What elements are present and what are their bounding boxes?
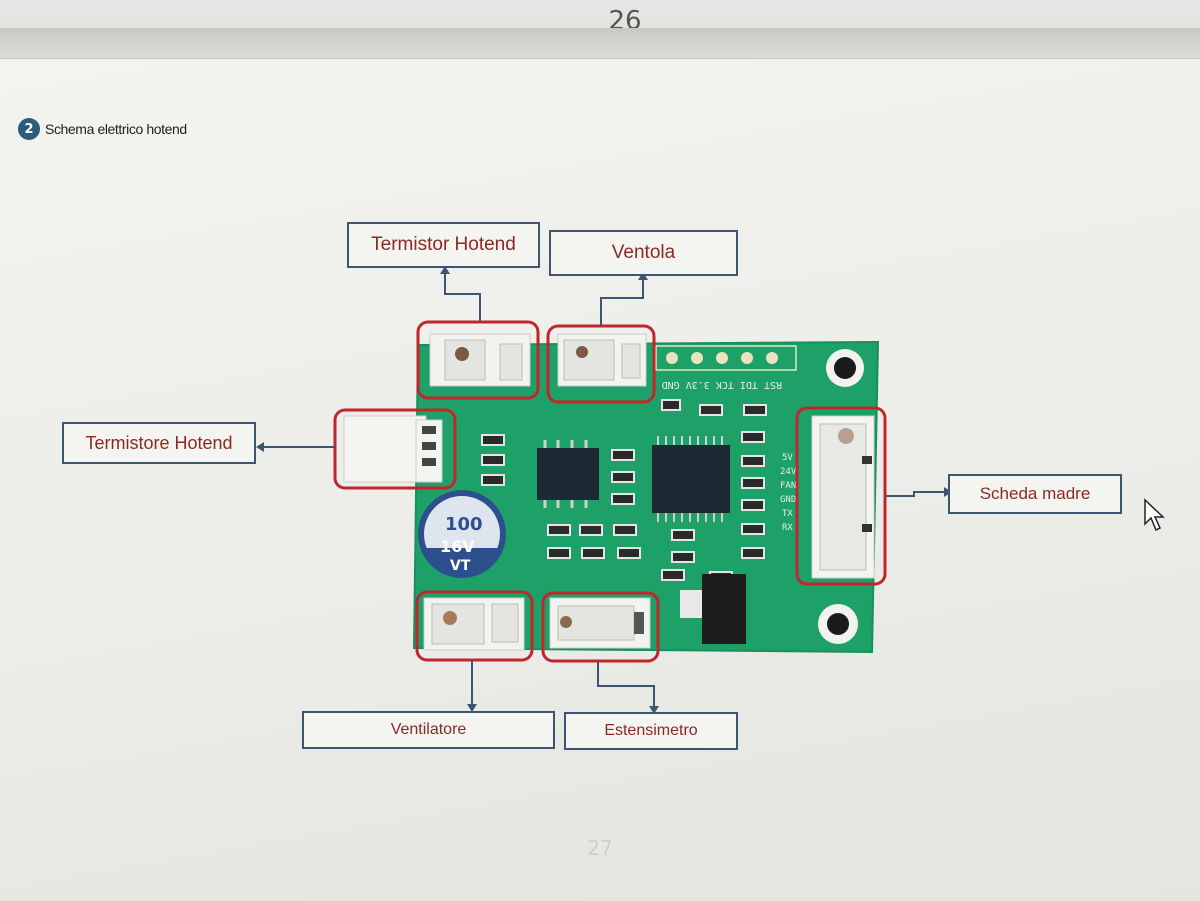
section-title: Schema elettrico hotend bbox=[45, 121, 187, 137]
connector-ventilatore bbox=[423, 597, 525, 651]
programming-header bbox=[655, 345, 797, 371]
regulator-tab bbox=[680, 590, 704, 618]
ic-chip-large bbox=[652, 445, 730, 513]
header-silkscreen: RST TDI TCK 3.3V GND bbox=[662, 379, 782, 390]
svg-text:TX: TX bbox=[782, 509, 793, 519]
label-scheda-madre: Scheda madre bbox=[948, 474, 1122, 514]
electrolytic-capacitor: 100 16V VT bbox=[418, 490, 506, 578]
section-number-badge: 2 bbox=[18, 118, 40, 140]
svg-text:VT: VT bbox=[450, 558, 471, 574]
ic-chip-small bbox=[537, 448, 599, 500]
leader-lines bbox=[262, 272, 946, 708]
svg-text:16V: 16V bbox=[440, 537, 475, 556]
label-ventola: Ventola bbox=[549, 230, 738, 276]
connector-termistor-top bbox=[429, 333, 531, 387]
page-number-bottom: 27 bbox=[587, 836, 613, 860]
label-termistor-hotend: Termistor Hotend bbox=[347, 222, 540, 268]
connector-scheda-madre bbox=[811, 415, 875, 579]
label-termistore-hotend: Termistore Hotend bbox=[62, 422, 256, 464]
connector-estensimetro bbox=[549, 597, 651, 649]
label-ventilatore: Ventilatore bbox=[302, 711, 555, 749]
connector-termistore-left bbox=[343, 415, 443, 483]
page-shadow bbox=[0, 28, 1200, 62]
pcb-board: 100 16V VT RST TDI TCK 3.3V GND 5V 24V F… bbox=[343, 333, 880, 654]
section-heading: 2 Schema elettrico hotend bbox=[18, 118, 187, 140]
svg-text:FAN: FAN bbox=[780, 481, 796, 491]
svg-text:RX: RX bbox=[782, 523, 793, 533]
svg-text:GND: GND bbox=[780, 495, 796, 505]
highlight-frames bbox=[333, 320, 887, 663]
svg-text:24V: 24V bbox=[780, 467, 797, 477]
svg-text:5V: 5V bbox=[782, 453, 793, 463]
connector-ventola-top bbox=[557, 333, 647, 387]
voltage-regulator bbox=[702, 574, 746, 644]
svg-text:100: 100 bbox=[445, 514, 483, 535]
mouse-cursor-icon bbox=[1144, 498, 1165, 532]
label-estensimetro: Estensimetro bbox=[564, 712, 738, 750]
side-pin-labels: 5V 24V FAN GND TX RX bbox=[780, 453, 797, 533]
